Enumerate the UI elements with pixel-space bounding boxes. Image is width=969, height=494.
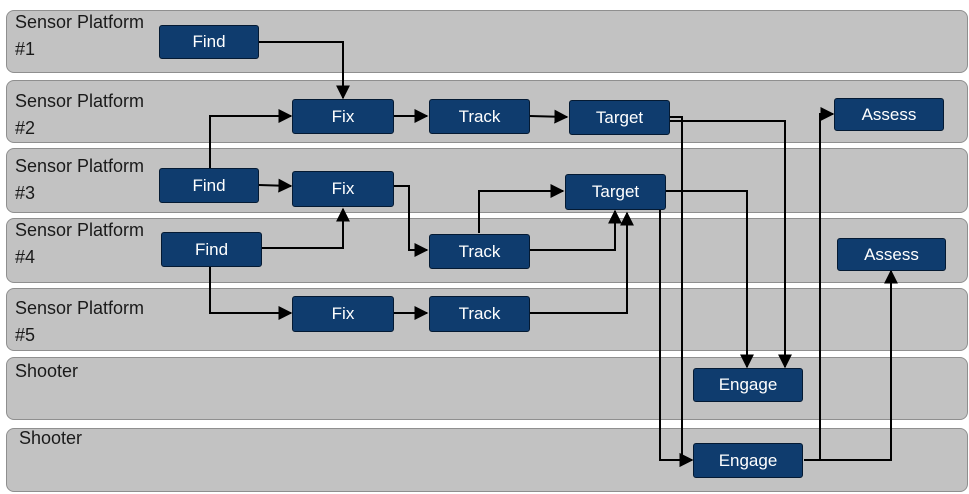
- arrow-find4-fix3: [262, 207, 350, 249]
- node-engage-7[interactable]: Engage: [693, 443, 803, 478]
- lane-label-7-line1: Shooter: [19, 428, 83, 448]
- node-engage-6[interactable]: Engage: [693, 368, 803, 402]
- arrow-find4-fix5: [209, 266, 293, 320]
- lane-label-4: Sensor Platform #4: [15, 217, 144, 271]
- lane-label-5-line1: Sensor Platform: [15, 298, 145, 318]
- lane-shooter-1: [6, 357, 968, 420]
- node-find-4[interactable]: Find: [161, 232, 262, 267]
- node-track-5[interactable]: Track: [429, 296, 530, 332]
- lane-label-1-line2: #1: [15, 39, 36, 59]
- lane-label-3-line2: #3: [15, 183, 36, 203]
- node-find-3[interactable]: Find: [159, 168, 259, 203]
- lane-label-5-line2: #5: [15, 325, 36, 345]
- node-fix-2[interactable]: Fix: [292, 99, 394, 134]
- lane-label-1-line1: Sensor Platform: [15, 12, 145, 32]
- node-fix-3[interactable]: Fix: [292, 171, 394, 207]
- lane-label-1: Sensor Platform #1: [15, 9, 144, 63]
- arrow-track4-target3b: [530, 209, 622, 251]
- node-track-4[interactable]: Track: [429, 234, 530, 269]
- node-fix-5[interactable]: Fix: [292, 296, 394, 332]
- node-assess-4[interactable]: Assess: [837, 238, 946, 271]
- arrow-find3-fix2: [209, 109, 293, 168]
- node-target-2[interactable]: Target: [569, 100, 670, 135]
- arrow-target2-engage6: [670, 120, 792, 369]
- node-track-2[interactable]: Track: [429, 99, 530, 134]
- arrow-fix3-track4: [394, 185, 429, 257]
- arrow-track5-target3: [530, 211, 634, 314]
- lane-label-2: Sensor Platform #2: [15, 88, 144, 142]
- node-find-1[interactable]: Find: [159, 25, 259, 59]
- arrow-track2-target2: [529, 109, 569, 124]
- lane-label-3: Sensor Platform #3: [15, 153, 144, 207]
- lane-label-2-line2: #2: [15, 118, 36, 138]
- arrow-target2-engage7: [670, 116, 694, 467]
- lane-label-7: Shooter: [19, 425, 82, 452]
- arrow-track4-target3: [478, 184, 565, 233]
- arrow-find3-fix3: [258, 178, 293, 193]
- lane-label-5: Sensor Platform #5: [15, 295, 144, 349]
- arrow-target3-engage6: [666, 190, 754, 369]
- node-assess-2[interactable]: Assess: [834, 98, 944, 131]
- lane-label-2-line1: Sensor Platform: [15, 91, 145, 111]
- arrow-engage7-assess2: [804, 107, 835, 461]
- arrow-find1-fix2: [259, 41, 350, 100]
- lane-label-3-line1: Sensor Platform: [15, 156, 145, 176]
- arrow-target3-engage7: [659, 208, 694, 467]
- node-target-3[interactable]: Target: [565, 174, 666, 210]
- lane-label-6: Shooter: [15, 358, 78, 385]
- lane-label-4-line1: Sensor Platform: [15, 220, 145, 240]
- lane-label-4-line2: #4: [15, 247, 36, 267]
- lane-label-6-line1: Shooter: [15, 361, 79, 381]
- arrow-engage7-assess4: [804, 269, 898, 461]
